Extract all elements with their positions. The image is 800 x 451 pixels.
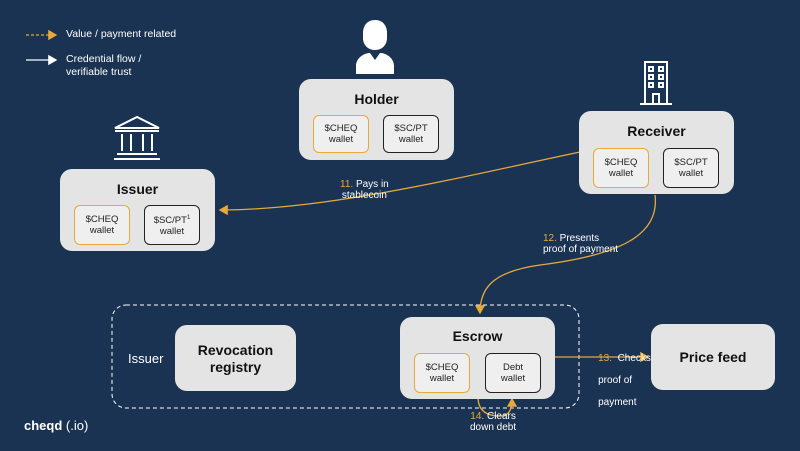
step-12-number: 12. xyxy=(543,233,557,244)
step-13-line-2: proof of xyxy=(598,375,633,386)
holder-cheq-wallet-sub: wallet xyxy=(328,134,354,145)
step-12-line-1: Presents xyxy=(556,233,600,244)
holder-cheq-wallet-label: $CHEQ xyxy=(324,123,358,134)
escrow-cheq-wallet-sub: wallet xyxy=(429,373,455,384)
escrow-debt-wallet-label: Debt xyxy=(502,362,524,373)
step-11-arrow xyxy=(218,151,581,216)
issuer-node: Issuer $CHEQ wallet $SC/PT1 wallet xyxy=(60,169,215,251)
holder-node: Holder $CHEQ wallet $SC/PT wallet xyxy=(299,79,454,160)
holder-sc-wallet-label: $SC/PT xyxy=(394,123,428,134)
issuer-cheq-wallet-label: $CHEQ xyxy=(85,214,119,225)
revocation-title: Revocation registry xyxy=(175,342,296,376)
step-12-line-2: proof of payment xyxy=(543,244,619,255)
brand-name: cheqd xyxy=(24,418,63,433)
revocation-registry-node: Revocation registry xyxy=(175,325,296,391)
issuer-sc-wallet-label-row: $SC/PT1 xyxy=(154,213,191,226)
receiver-cheq-wallet-label: $CHEQ xyxy=(604,157,638,168)
step-14-line-2: down debt xyxy=(470,422,517,433)
legend-credential-line-2: verifiable trust xyxy=(66,66,132,78)
receiver-cheq-wallet: $CHEQ wallet xyxy=(593,148,649,188)
escrow-debt-wallet-sub: wallet xyxy=(500,373,526,384)
receiver-title: Receiver xyxy=(627,123,686,139)
step-13-line-3: payment xyxy=(598,397,637,408)
legend-value-label: Value / payment related xyxy=(66,28,177,40)
step-14-line-1: Clears xyxy=(484,411,516,422)
escrow-title: Escrow xyxy=(452,328,503,344)
legend-credential-line-1: Credential flow / xyxy=(66,53,142,65)
receiver-sc-wallet: $SC/PT wallet xyxy=(663,148,719,188)
step-14-label: 14. Clears down debt xyxy=(470,411,516,433)
issuer-title: Issuer xyxy=(116,181,159,197)
issuer-sc-wallet: $SC/PT1 wallet xyxy=(144,205,200,245)
step-12-label: 12. Presents proof of payment xyxy=(543,233,618,255)
receiver-node: Receiver $CHEQ wallet $SC/PT wallet xyxy=(579,111,734,194)
bank-icon xyxy=(112,113,162,168)
receiver-sc-wallet-label: $SC/PT xyxy=(674,157,708,168)
holder-cheq-wallet: $CHEQ wallet xyxy=(313,115,369,153)
step-14-number: 14. xyxy=(470,411,485,422)
holder-sc-wallet-sub: wallet xyxy=(398,134,424,145)
legend-credential-label: Credential flow / verifiable trust xyxy=(66,53,141,79)
holder-sc-wallet: $SC/PT wallet xyxy=(383,115,439,153)
issuer-sc-wallet-footnote: 1 xyxy=(186,214,191,221)
price-feed-node: Price feed xyxy=(651,324,775,390)
step-13-label: 13. Checks proof of payment xyxy=(587,342,651,419)
step-11-number: 11. xyxy=(340,179,354,190)
step-11-line-1: Pays in xyxy=(353,179,389,190)
brand-suffix: (.io) xyxy=(62,418,89,433)
step-12-arrow xyxy=(474,194,657,315)
escrow-debt-wallet: Debt wallet xyxy=(485,353,541,393)
holder-title: Holder xyxy=(354,91,399,107)
issuer-cheq-wallet-sub: wallet xyxy=(89,225,115,236)
brand-logo: cheqd (.io) xyxy=(24,418,88,433)
step-11-label: 11. Pays in stablecoin xyxy=(340,179,389,201)
escrow-node: Escrow $CHEQ wallet Debt wallet xyxy=(400,317,555,399)
step-13-number: 13. xyxy=(598,353,613,364)
price-feed-title: Price feed xyxy=(679,349,747,365)
issuer-sc-wallet-sub: wallet xyxy=(159,226,185,238)
step-11-line-2: stablecoin xyxy=(341,190,387,201)
person-icon xyxy=(352,18,398,79)
escrow-cheq-wallet-label: $CHEQ xyxy=(425,362,459,373)
step-13-line-1: Checks xyxy=(612,353,651,364)
issuer-group-label: Issuer xyxy=(128,351,164,366)
issuer-sc-wallet-label: $SC/PT xyxy=(153,215,187,227)
building-icon xyxy=(638,58,674,111)
receiver-sc-wallet-sub: wallet xyxy=(678,168,704,179)
issuer-cheq-wallet: $CHEQ wallet xyxy=(74,205,130,245)
receiver-cheq-wallet-sub: wallet xyxy=(608,168,634,179)
revocation-title-line-1: Revocation xyxy=(197,342,274,358)
revocation-title-line-2: registry xyxy=(209,359,262,375)
escrow-cheq-wallet: $CHEQ wallet xyxy=(414,353,470,393)
step-14-arrow xyxy=(477,396,518,417)
